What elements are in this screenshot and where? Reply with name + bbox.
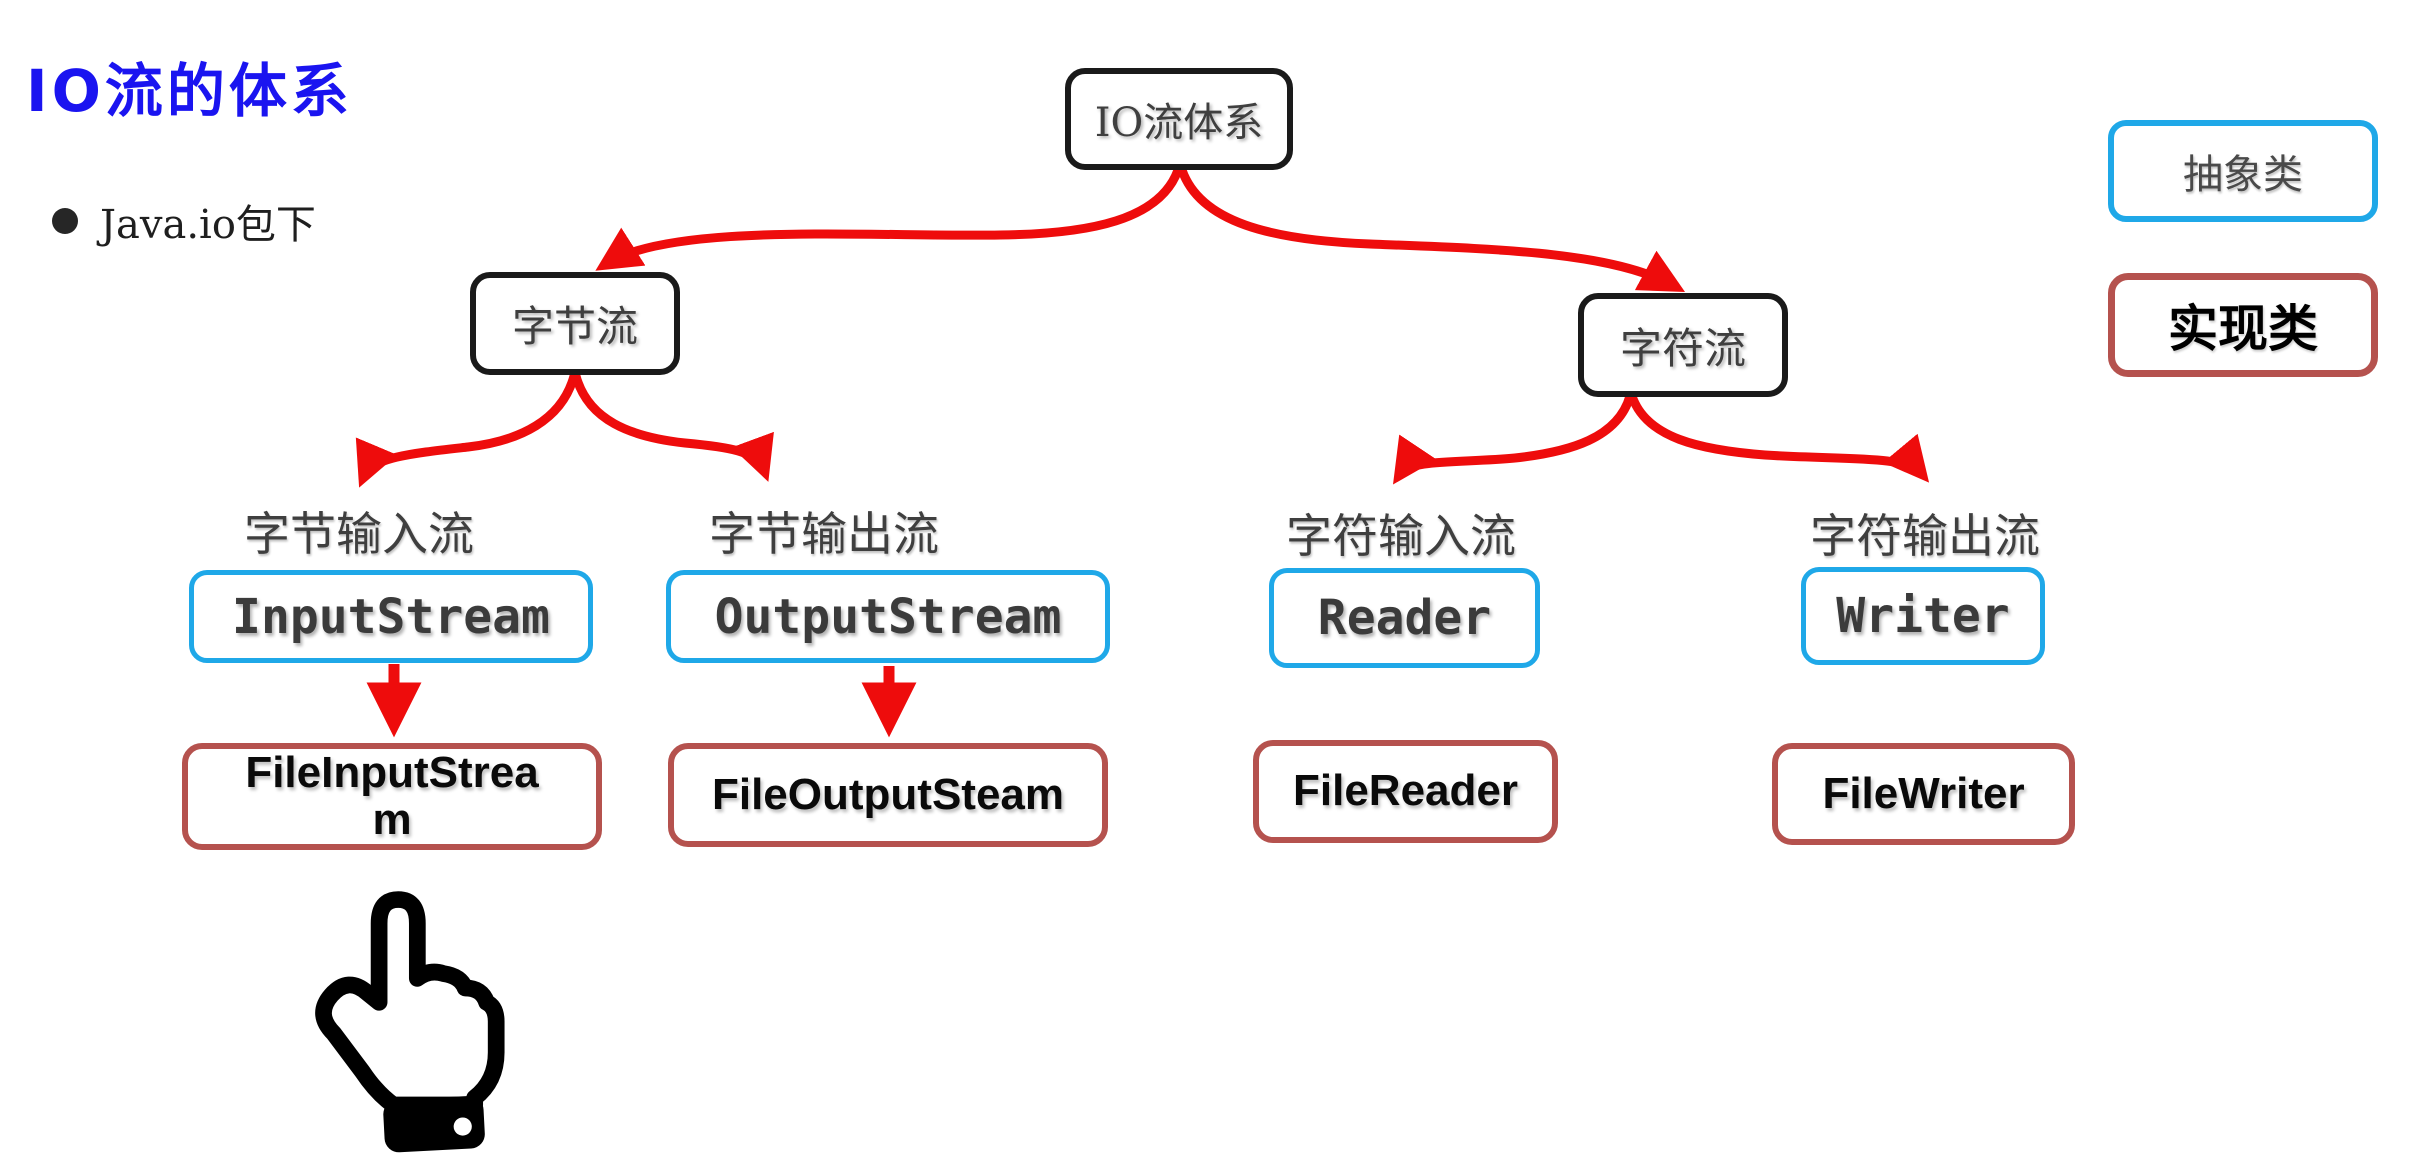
bullet-icon — [52, 208, 78, 234]
legend-implementation-class: 实现类 — [2108, 273, 2378, 377]
abstract-box-outputstream: OutputStream — [666, 570, 1110, 663]
arrow-byte-to-input-caption — [355, 371, 579, 488]
bullet-item-label: Java.io包下 — [100, 202, 316, 248]
caption-char-output-stream: 字符输出流 — [1810, 509, 2040, 563]
impl-box-fileoutputsteam: FileOutputSteam — [668, 743, 1108, 847]
legend-abstract-class: 抽象类 — [2108, 120, 2378, 222]
node-byte-stream: 字节流 — [470, 272, 680, 375]
pointing-hand-icon — [315, 891, 505, 1153]
page-title: IO流的体系 — [26, 57, 353, 125]
bullet-item: Java.io包下 — [52, 192, 316, 250]
impl-box-fileinputstream: FileInputStrea m — [182, 743, 602, 850]
abstract-box-inputstream: InputStream — [189, 570, 593, 663]
arrow-char-to-input-caption — [1392, 391, 1635, 485]
caption-byte-output-stream: 字节输出流 — [709, 507, 939, 561]
node-char-stream: 字符流 — [1578, 293, 1788, 397]
impl-box-filewriter: FileWriter — [1772, 743, 2075, 845]
impl-box-filereader: FileReader — [1253, 740, 1558, 843]
arrow-byte-to-output-caption — [571, 371, 774, 482]
abstract-box-writer: Writer — [1801, 567, 2045, 665]
abstract-box-reader: Reader — [1269, 568, 1540, 668]
arrow-char-to-output-caption — [1627, 391, 1930, 483]
node-io-stream-system: IO流体系 — [1065, 68, 1293, 170]
caption-byte-input-stream: 字节输入流 — [244, 507, 474, 561]
caption-char-input-stream: 字符输入流 — [1286, 509, 1516, 563]
arrow-root-to-byte — [595, 165, 1183, 271]
arrow-root-to-char — [1177, 165, 1686, 293]
